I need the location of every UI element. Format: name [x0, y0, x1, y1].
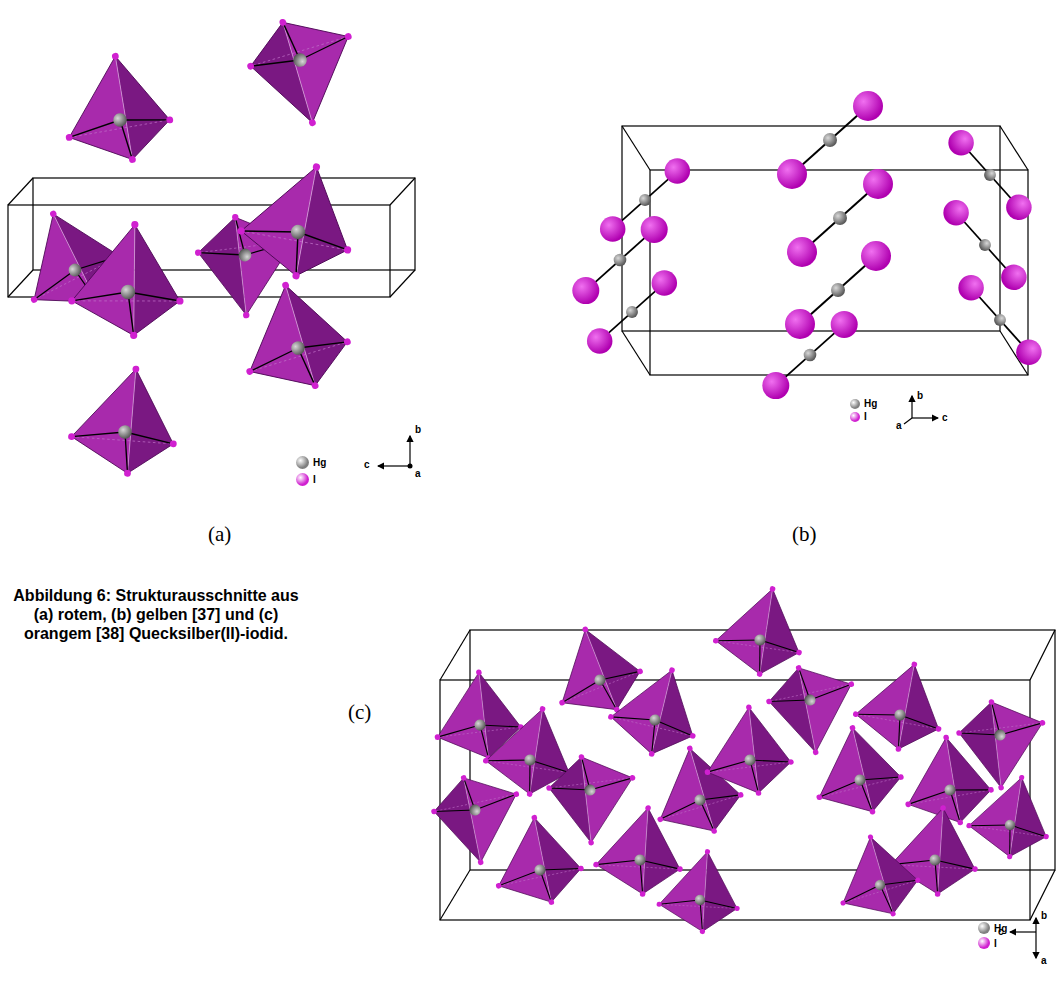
legend-swatch: [978, 922, 990, 934]
legend-swatch: [850, 412, 860, 422]
panel-label: (c): [348, 700, 371, 725]
legend-text: Hg: [313, 457, 326, 468]
legend-text: I: [994, 938, 997, 949]
axis-letter: c: [942, 412, 948, 423]
axis-letter: a: [896, 420, 902, 431]
legend-swatch: [850, 399, 860, 409]
legend-text: I: [313, 474, 316, 485]
legend-swatch: [978, 937, 990, 949]
legend-entry: I: [850, 411, 867, 422]
figure-caption: Abbildung 6: Strukturausschnitte aus (a)…: [6, 586, 306, 644]
legend-entry: I: [978, 937, 997, 949]
axis-letter: c: [364, 459, 370, 470]
panel-label: (b): [792, 522, 817, 547]
axis-letter: a: [415, 468, 421, 479]
legend-swatch: [296, 473, 309, 486]
legend-entry: Hg: [850, 398, 877, 409]
axis-letter: b: [415, 424, 421, 435]
axis-letter: a: [1041, 955, 1047, 966]
axis-letter: b: [917, 390, 923, 401]
legend-entry: Hg: [978, 922, 1007, 934]
legend-swatch: [296, 456, 309, 469]
legend-text: Hg: [994, 923, 1007, 934]
legend-entry: I: [296, 473, 316, 486]
legend-text: I: [864, 411, 867, 422]
legend-entry: Hg: [296, 456, 326, 469]
panel-label: (a): [208, 522, 231, 547]
axis-letter: b: [1041, 910, 1047, 921]
legend-text: Hg: [864, 398, 877, 409]
